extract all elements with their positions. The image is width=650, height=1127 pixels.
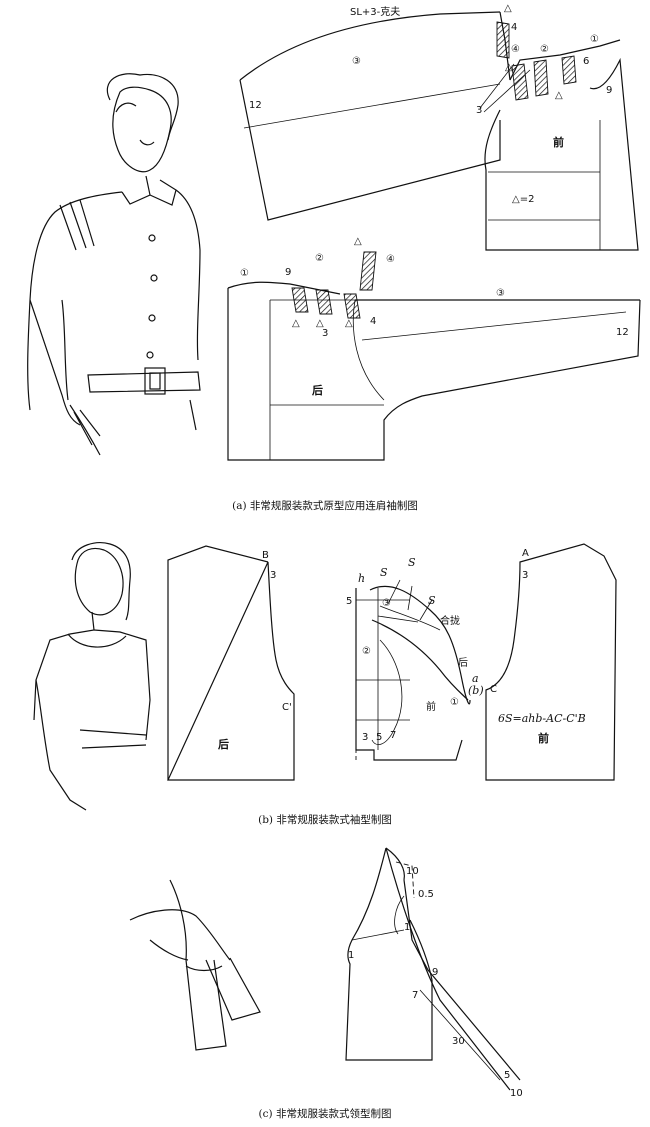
collar-draft — [345, 847, 521, 1091]
caption-a: (a) 非常规服装款式原型应用连肩袖制图 — [232, 500, 418, 512]
n4-back: 4 — [370, 316, 376, 327]
n1-left: 1 — [348, 950, 354, 961]
n4-front: 4 — [511, 22, 517, 33]
woman-illustration-b — [33, 542, 151, 811]
n6-front: 6 — [583, 56, 589, 67]
pt-C-prime: C' — [282, 702, 292, 713]
n9-c: 9 — [432, 967, 438, 978]
circle-3-back: ③ — [496, 288, 505, 299]
circle-4-front: ④ — [511, 44, 520, 55]
tri-front: △ — [505, 62, 513, 73]
tri-front-2: △ — [555, 90, 563, 101]
pt-A: A — [522, 548, 529, 559]
n3-front: 3 — [476, 105, 482, 116]
n7-bottom: 7 — [390, 730, 396, 741]
S-1: S — [380, 566, 388, 579]
hou-b: 后 — [458, 657, 468, 669]
tri-top: △ — [504, 3, 512, 14]
n5-c: 5 — [504, 1070, 510, 1081]
back-label-a: 后 — [312, 383, 323, 397]
circle-1-b: ① — [450, 697, 459, 708]
n3-B: 3 — [270, 570, 276, 581]
sleeve-draft-b — [355, 579, 471, 761]
figure-b-labels: B 3 C' 后 A 3 C 6S=ahb-AC-C'B 前 h S S S 5… — [218, 548, 586, 751]
front-label-b: 前 — [538, 731, 549, 745]
front-label-a: 前 — [553, 135, 564, 149]
circle-2-back: ② — [315, 253, 324, 264]
n10-top: 10 — [406, 866, 419, 877]
n3-bottom: 3 — [362, 732, 368, 743]
caption-b: (b) 非常规服装款式袖型制图 — [258, 814, 392, 826]
n3-back: 3 — [322, 328, 328, 339]
circle-2-b: ② — [362, 646, 371, 657]
n5-top: 5 — [346, 596, 352, 607]
n05: 0.5 — [418, 889, 434, 900]
b-label: (b) — [468, 684, 484, 697]
S-2: S — [408, 556, 416, 569]
S-3: S — [428, 594, 436, 607]
circle-4-back: ④ — [386, 254, 395, 265]
circle-1-front: ① — [590, 34, 599, 45]
a-label: a — [472, 672, 479, 685]
front-sleeve-formula: SL+3-克夫 — [350, 6, 400, 18]
caption-c: (c) 非常规服装款式领型制图 — [258, 1108, 392, 1120]
circle-3-b: ③ — [382, 598, 391, 609]
back-label-b: 后 — [218, 737, 229, 751]
figure-a-labels: SL+3-克夫 ③ 12 前 △=2 ④ ② ① 9 6 4 3 △ △ △ ①… — [240, 3, 629, 397]
n5-bottom: 5 — [376, 732, 382, 743]
delta-eq: △=2 — [512, 194, 534, 205]
back-sleeve-pattern — [227, 251, 641, 461]
n9-back: 9 — [285, 267, 291, 278]
back-bodice-b — [167, 545, 295, 781]
n12-front: 12 — [249, 100, 262, 111]
tri-back-2: △ — [316, 318, 324, 329]
tri-back-1: △ — [292, 318, 300, 329]
n7-c: 7 — [412, 990, 418, 1001]
collar-tie-sketch — [129, 879, 261, 1051]
tri-back-top: △ — [354, 236, 362, 247]
n9-front: 9 — [606, 85, 612, 96]
qian-b: 前 — [426, 700, 436, 713]
front-bodice-b — [485, 543, 617, 781]
tri-back-3: △ — [345, 318, 353, 329]
n1-right: 1 — [404, 922, 410, 933]
pt-C: C — [490, 684, 497, 695]
n10-bottom: 10 — [510, 1088, 523, 1099]
figure-c-labels: 10 0.5 1 1 9 7 30 5 10 — [348, 866, 523, 1099]
circle-1-back: ① — [240, 268, 249, 279]
circle-3-front: ③ — [352, 56, 361, 67]
formula-b: 6S=ahb-AC-C'B — [498, 712, 586, 725]
hebing: 合拢 — [440, 614, 460, 627]
pt-B: B — [262, 550, 269, 561]
circle-2-front: ② — [540, 44, 549, 55]
n30: 30 — [452, 1036, 465, 1047]
n3-A: 3 — [522, 570, 528, 581]
woman-illustration-a — [27, 73, 201, 456]
h-label: h — [358, 572, 365, 585]
n12-back: 12 — [616, 327, 629, 338]
front-sleeve-pattern — [239, 11, 639, 251]
